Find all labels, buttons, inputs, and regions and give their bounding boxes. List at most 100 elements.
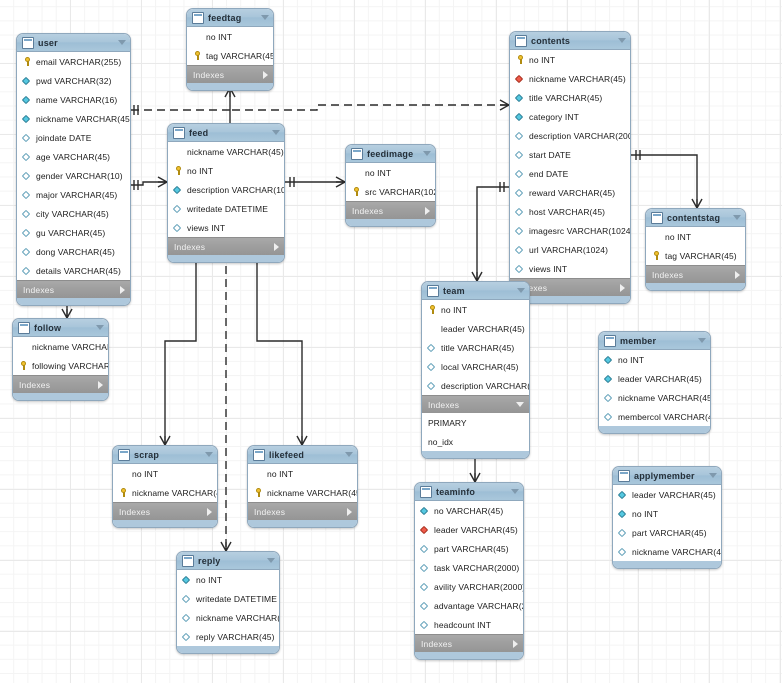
indexes-bar-scrap[interactable]: Indexes	[113, 502, 217, 520]
column-row[interactable]: url VARCHAR(1024)	[510, 240, 630, 259]
index-row[interactable]: no_idx	[428, 436, 454, 447]
table-header-member[interactable]: member	[599, 332, 710, 350]
column-row[interactable]: leader VARCHAR(45)	[599, 369, 710, 388]
column-row[interactable]: gender VARCHAR(10)	[17, 166, 130, 185]
chevron-down-icon[interactable]	[709, 473, 717, 478]
column-row[interactable]: nickname VARCHAR(45)	[13, 337, 108, 356]
table-header-feed[interactable]: feed	[168, 124, 284, 142]
chevron-right-icon[interactable]	[425, 206, 430, 215]
chevron-right-icon[interactable]	[513, 639, 518, 648]
column-row[interactable]: dong VARCHAR(45)	[17, 242, 130, 261]
column-row[interactable]: no INT	[248, 464, 357, 483]
table-header-user[interactable]: user	[17, 34, 130, 52]
column-row[interactable]: gu VARCHAR(45)	[17, 223, 130, 242]
indexes-bar-likefeed[interactable]: Indexes	[248, 502, 357, 520]
column-row[interactable]: description VARCHAR(1000)	[168, 180, 284, 199]
chevron-right-icon[interactable]	[263, 70, 268, 79]
column-row[interactable]: no INT	[510, 50, 630, 69]
column-row[interactable]: leader VARCHAR(45)	[422, 319, 529, 338]
table-header-feedimage[interactable]: feedimage	[346, 145, 435, 163]
column-row[interactable]: major VARCHAR(45)	[17, 185, 130, 204]
chevron-down-icon[interactable]	[516, 402, 524, 407]
column-row[interactable]: imagesrc VARCHAR(1024)	[510, 221, 630, 240]
table-header-contents[interactable]: contents	[510, 32, 630, 50]
indexes-bar-follow[interactable]: Indexes	[13, 375, 108, 393]
column-row[interactable]: local VARCHAR(45)	[422, 357, 529, 376]
column-row[interactable]: no INT	[187, 27, 273, 46]
column-row[interactable]: no INT	[113, 464, 217, 483]
column-row[interactable]: nickname VARCHAR(45)	[177, 608, 279, 627]
column-row[interactable]: writedate DATETIME	[168, 199, 284, 218]
column-row[interactable]: tag VARCHAR(45)	[187, 46, 273, 65]
column-row[interactable]: end DATE	[510, 164, 630, 183]
chevron-down-icon[interactable]	[733, 215, 741, 220]
column-row[interactable]: no INT	[646, 227, 745, 246]
column-row[interactable]: nickname VARCHAR(45)	[168, 142, 284, 161]
table-header-likefeed[interactable]: likefeed	[248, 446, 357, 464]
column-row[interactable]: no INT	[599, 350, 710, 369]
column-row[interactable]: name VARCHAR(16)	[17, 90, 130, 109]
chevron-down-icon[interactable]	[511, 489, 519, 494]
chevron-down-icon[interactable]	[618, 38, 626, 43]
chevron-down-icon[interactable]	[698, 338, 706, 343]
column-row[interactable]: reply VARCHAR(45)	[177, 627, 279, 646]
column-row[interactable]: host VARCHAR(45)	[510, 202, 630, 221]
column-row[interactable]: reward VARCHAR(45)	[510, 183, 630, 202]
indexes-bar-contentstag[interactable]: Indexes	[646, 265, 745, 283]
indexes-bar-contents[interactable]: Indexes	[510, 278, 630, 296]
column-row[interactable]: description VARCHAR(45)	[422, 376, 529, 395]
column-row[interactable]: views INT	[510, 259, 630, 278]
column-row[interactable]: task VARCHAR(2000)	[415, 558, 523, 577]
column-row[interactable]: part VARCHAR(45)	[415, 539, 523, 558]
column-row[interactable]: age VARCHAR(45)	[17, 147, 130, 166]
indexes-bar-feedimage[interactable]: Indexes	[346, 201, 435, 219]
chevron-down-icon[interactable]	[261, 15, 269, 20]
chevron-down-icon[interactable]	[423, 151, 431, 156]
column-row[interactable]: title VARCHAR(45)	[510, 88, 630, 107]
column-row[interactable]: category INT	[510, 107, 630, 126]
column-row[interactable]: tag VARCHAR(45)	[646, 246, 745, 265]
table-header-contentstag[interactable]: contentstag	[646, 209, 745, 227]
column-row[interactable]: city VARCHAR(45)	[17, 204, 130, 223]
chevron-down-icon[interactable]	[118, 40, 126, 45]
column-row[interactable]: part VARCHAR(45)	[613, 523, 721, 542]
column-row[interactable]: pwd VARCHAR(32)	[17, 71, 130, 90]
column-row[interactable]: start DATE	[510, 145, 630, 164]
column-row[interactable]: nickname VARCHAR(45)	[510, 69, 630, 88]
column-row[interactable]: leader VARCHAR(45)	[613, 485, 721, 504]
chevron-down-icon[interactable]	[205, 452, 213, 457]
column-row[interactable]: no INT	[168, 161, 284, 180]
indexes-bar-feed[interactable]: Indexes	[168, 237, 284, 255]
chevron-down-icon[interactable]	[345, 452, 353, 457]
table-header-reply[interactable]: reply	[177, 552, 279, 570]
column-row[interactable]: details VARCHAR(45)	[17, 261, 130, 280]
column-row[interactable]: advantage VARCHAR(2000)	[415, 596, 523, 615]
column-row[interactable]: no INT	[422, 300, 529, 319]
column-row[interactable]: title VARCHAR(45)	[422, 338, 529, 357]
chevron-right-icon[interactable]	[274, 242, 279, 251]
column-row[interactable]: nickname VARCHAR(45)	[613, 542, 721, 561]
table-header-teaminfo[interactable]: teaminfo	[415, 483, 523, 501]
chevron-right-icon[interactable]	[735, 270, 740, 279]
column-row[interactable]: joindate DATE	[17, 128, 130, 147]
column-row[interactable]: src VARCHAR(1024)	[346, 182, 435, 201]
column-row[interactable]: views INT	[168, 218, 284, 237]
index-row[interactable]: PRIMARY	[428, 417, 467, 428]
column-row[interactable]: avility VARCHAR(2000)	[415, 577, 523, 596]
column-row[interactable]: writedate DATETIME	[177, 589, 279, 608]
column-row[interactable]: no INT	[177, 570, 279, 589]
chevron-right-icon[interactable]	[620, 283, 625, 292]
column-row[interactable]: nickname VARCHAR(45)	[113, 483, 217, 502]
indexes-bar-feedtag[interactable]: Indexes	[187, 65, 273, 83]
column-row[interactable]: no INT	[613, 504, 721, 523]
table-header-team[interactable]: team	[422, 282, 529, 300]
